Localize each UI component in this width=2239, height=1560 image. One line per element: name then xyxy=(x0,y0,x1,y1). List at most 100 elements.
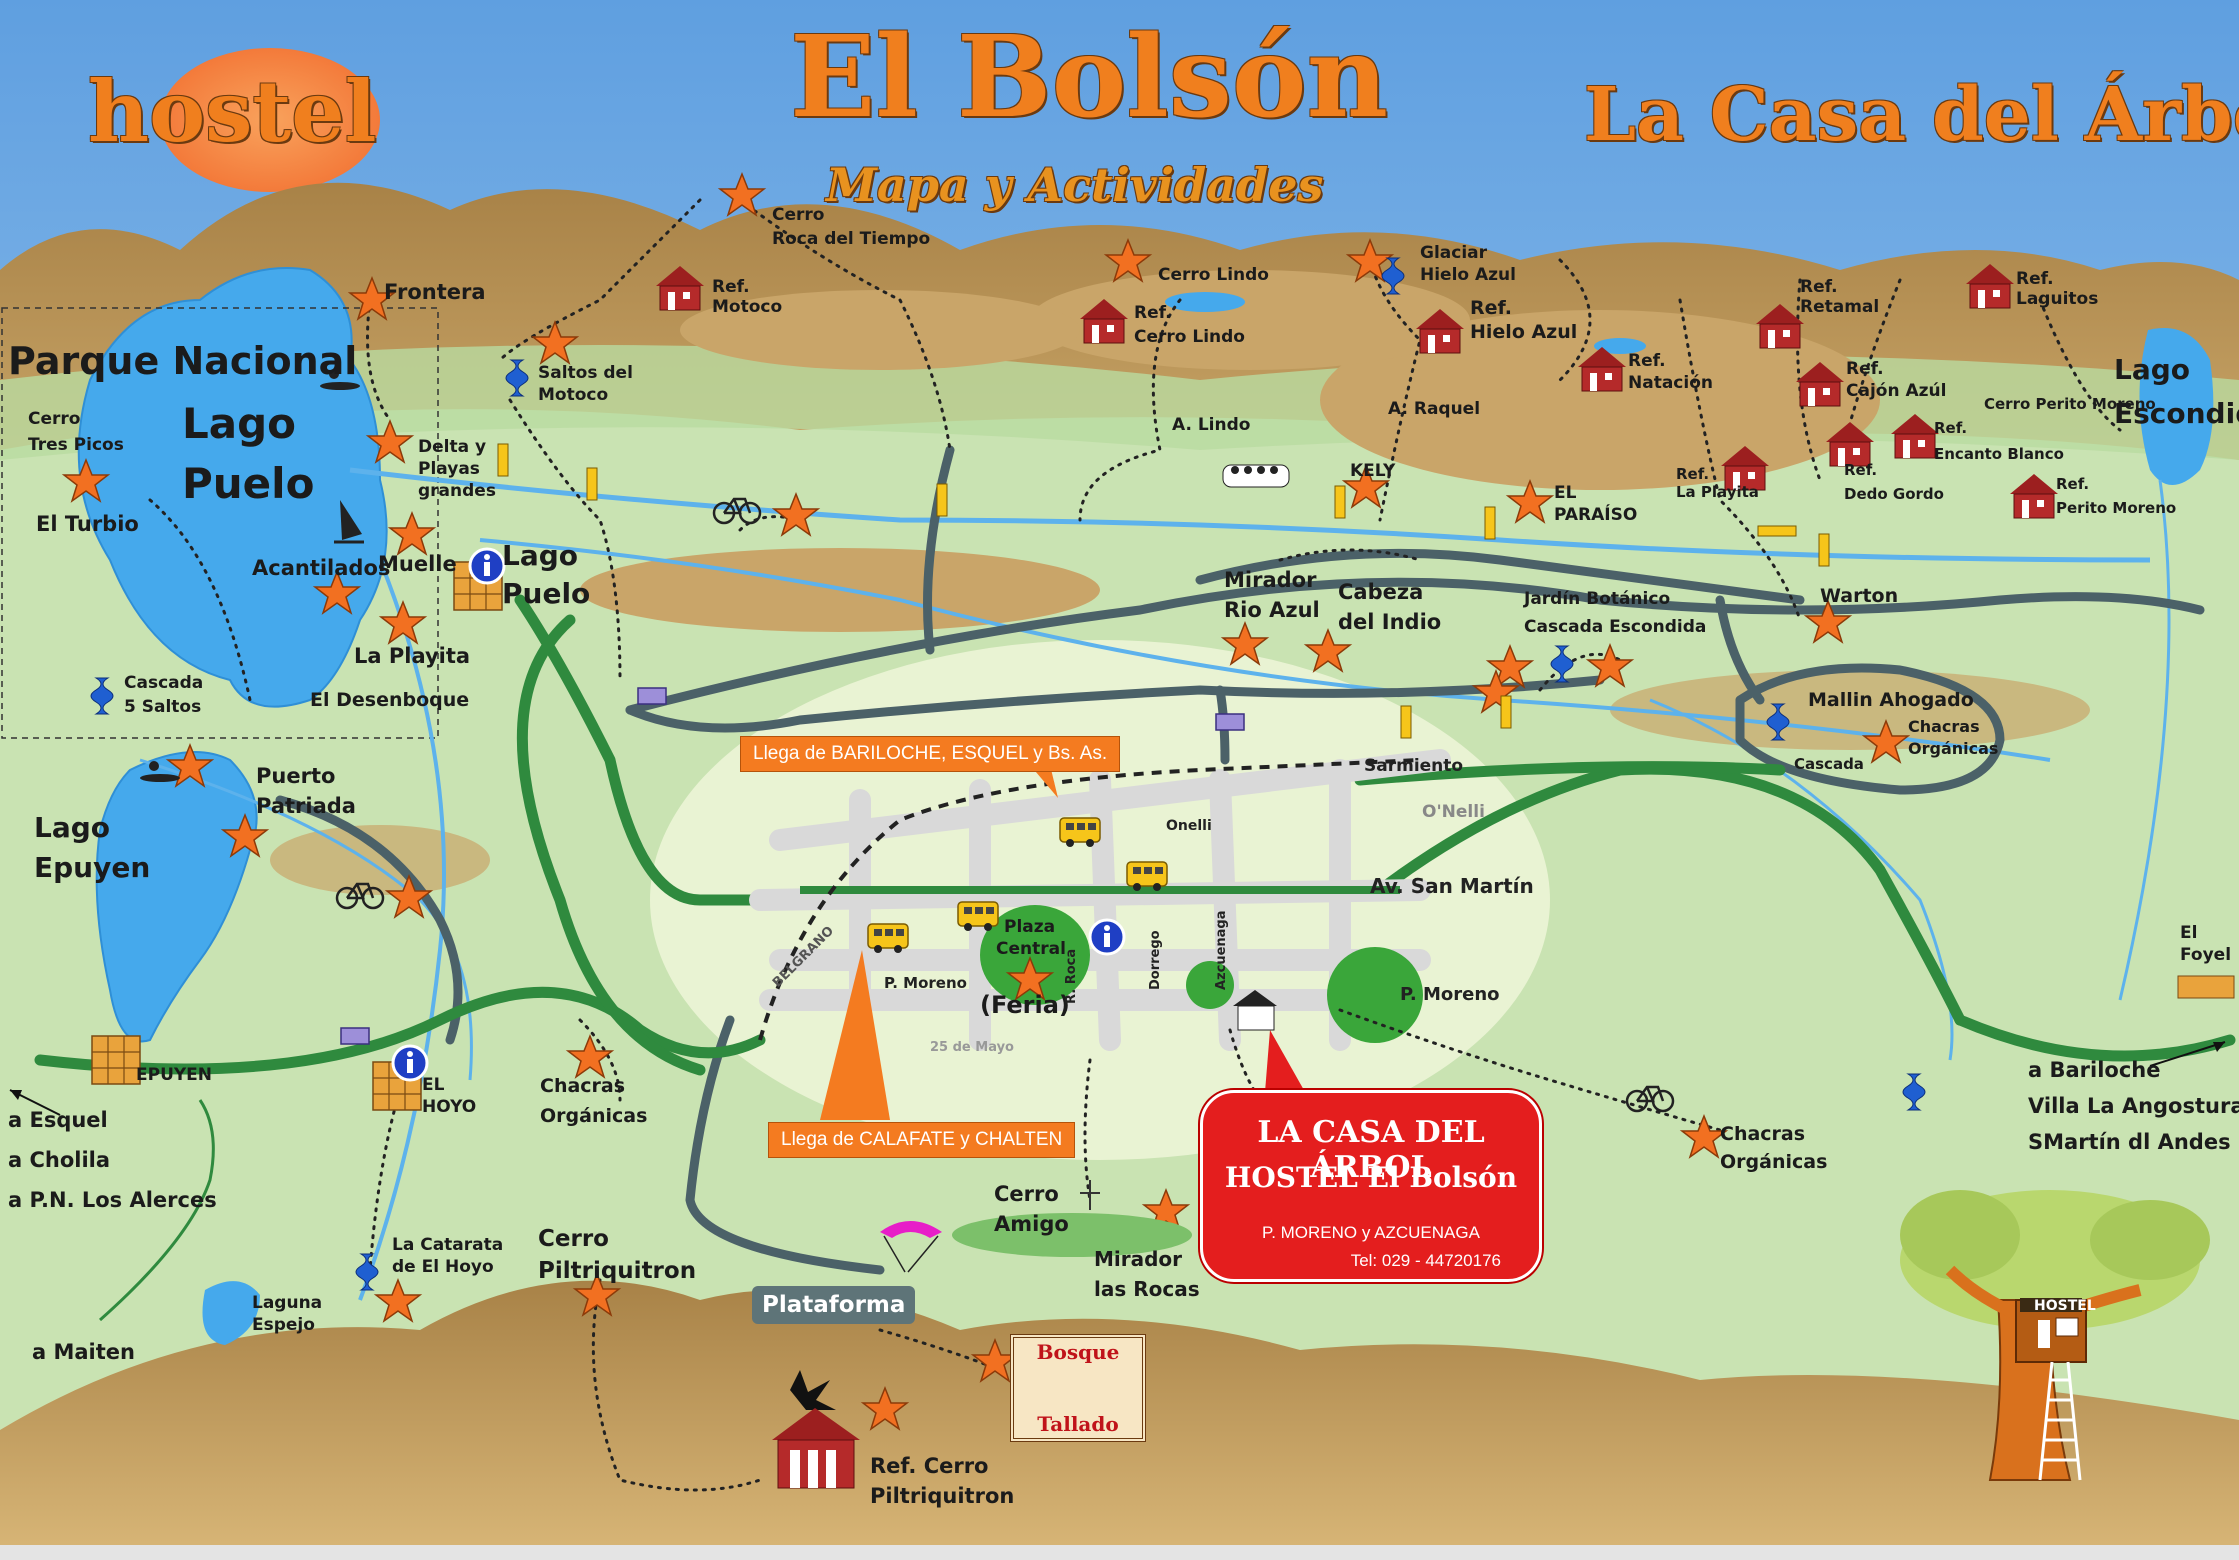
label-ref-perito-moreno-2: Perito Moreno xyxy=(2056,499,2177,517)
label-plaza-2: Central xyxy=(996,939,1066,959)
callout-calafate: Llega de CALAFATE y CHALTEN xyxy=(768,1122,1076,1158)
label-ref-cerro-lindo-1: Ref. xyxy=(1134,303,1172,323)
label-ref-cerro-pilt-2: Piltriquitron xyxy=(870,1484,1015,1508)
callout-bariloche: Llega de BARILOCHE, ESQUEL y Bs. As. xyxy=(740,736,1121,772)
label-jardin-2: Cascada Escondida xyxy=(1524,617,1707,637)
street-azcuenaga: Azcuenaga xyxy=(1214,910,1229,990)
label-ref-cerro-pilt-1: Ref. Cerro xyxy=(870,1454,989,1478)
label-saltos-motoco-2: Motoco xyxy=(538,385,609,405)
label-lago-puelo-town-2: Puelo xyxy=(502,577,591,610)
label-cerro-tres-picos-1: Cerro xyxy=(28,409,81,429)
label-el-paraiso-1: EL xyxy=(1554,483,1577,503)
promo-phone: Tel: 029 - 44720176 xyxy=(1350,1251,1501,1270)
label-muelle: Muelle xyxy=(378,552,457,576)
label-ref-perito-moreno-1: Ref. xyxy=(2056,475,2090,493)
label-plataforma: Plataforma xyxy=(752,1286,916,1324)
label-a-maiten: a Maiten xyxy=(32,1340,135,1364)
label-el-desenboque: El Desenboque xyxy=(310,689,470,711)
label-delta-2: Playas xyxy=(418,459,480,479)
label-kely: KELY xyxy=(1350,461,1396,481)
label-chacras-se-1: Chacras xyxy=(1720,1123,1806,1145)
label-lago-escondido-2: Escondido xyxy=(2114,397,2239,430)
label-ref-laguitos-1: Ref. xyxy=(2016,269,2054,289)
label-la-catarata-2: de El Hoyo xyxy=(392,1257,494,1277)
label-ref-retamal-1: Ref. xyxy=(1800,277,1838,297)
map-subtitle: Mapa y Actividades xyxy=(826,158,1324,212)
label-saltos-motoco-1: Saltos del xyxy=(538,363,633,383)
label-frontera: Frontera xyxy=(384,280,486,304)
label-mirador-rocas-1: Mirador xyxy=(1094,1247,1183,1271)
map-title: El Bolsón xyxy=(790,12,1389,143)
label-cerro-tres-picos-2: Tres Picos xyxy=(28,435,124,455)
label-el-hoyo-2: HOYO xyxy=(422,1097,477,1117)
label-ref-cajon-azul-1: Ref. xyxy=(1846,359,1884,379)
label-chacras-se-2: Orgánicas xyxy=(1720,1151,1828,1173)
promo-name: LA CASA DEL ÁRBOL xyxy=(1257,1115,1485,1185)
label-cascada-5-saltos-1: Cascada xyxy=(124,673,204,693)
label-puerto-patriada-2: Patriada xyxy=(256,794,356,818)
label-cerro-piltriquitron-2: Piltriquitron xyxy=(538,1258,697,1284)
street-25-de-mayo: 25 de Mayo xyxy=(930,1040,1014,1055)
label-plaza-1: Plaza xyxy=(1004,917,1056,937)
label-warton: Warton xyxy=(1820,585,1899,607)
label-ref-hielo-azul-1: Ref. xyxy=(1470,297,1512,319)
label-glaciar-2: Hielo Azul xyxy=(1420,265,1516,285)
label-parque-nacional: Parque Nacional xyxy=(8,339,358,383)
label-ref-laguitos-2: Laguitos xyxy=(2016,289,2099,309)
label-feria: (Feria) xyxy=(980,991,1070,1019)
label-epuyen: EPUYEN xyxy=(136,1065,213,1085)
label-ref-encanto-2: Encanto Blanco xyxy=(1934,445,2064,463)
label-ref-cerro-lindo-2: Cerro Lindo xyxy=(1134,327,1245,347)
street-onelli-2: O'Nelli xyxy=(1422,802,1485,822)
label-ref-natacion-2: Natación xyxy=(1628,373,1713,393)
street-san-martin: Av. San Martín xyxy=(1370,874,1534,898)
label-a-bariloche: a Bariloche xyxy=(2028,1058,2161,1082)
label-el-foyel-1: El xyxy=(2180,923,2198,943)
street-sarmiento: Sarmiento xyxy=(1364,756,1464,776)
label-cerro-roca-2: Roca del Tiempo xyxy=(772,229,931,249)
label-mirador-rio-azul-2: Rio Azul xyxy=(1224,598,1320,622)
label-cascada-5-saltos-2: 5 Saltos xyxy=(124,697,202,717)
label-ref-natacion-1: Ref. xyxy=(1628,351,1666,371)
label-mirador-rocas-2: las Rocas xyxy=(1094,1277,1200,1301)
label-el-hoyo-1: EL xyxy=(422,1075,445,1095)
label-lago-puelo-1: Lago xyxy=(182,399,297,448)
promo-address: P. MORENO y AZCUENAGA xyxy=(1262,1223,1480,1242)
hostel-promo-bubble: LA CASA DEL ÁRBOL HOSTEL El Bolsón P. MO… xyxy=(1200,1090,1542,1282)
hostel-word: hostel xyxy=(88,62,377,161)
label-bosque-2: Tallado xyxy=(1037,1412,1119,1436)
label-cerro-perito-moreno: Cerro Perito Moreno xyxy=(1984,395,2156,413)
label-laguna-espejo-1: Laguna xyxy=(252,1293,323,1313)
label-ref-hielo-azul-2: Hielo Azul xyxy=(1470,321,1578,343)
label-ref-encanto-1: Ref. xyxy=(1934,419,1968,437)
street-dorrego: Dorrego xyxy=(1148,930,1163,990)
label-ref-motoco-2: Motoco xyxy=(712,297,783,317)
label-el-paraiso-2: PARAÍSO xyxy=(1554,505,1638,525)
label-jardin-1: Jardín Botánico xyxy=(1524,589,1671,609)
label-villa-angostura: Villa La Angostura xyxy=(2028,1094,2239,1118)
label-lago-epuyen-2: Epuyen xyxy=(34,851,151,884)
label-el-foyel-2: Foyel xyxy=(2180,945,2232,965)
label-delta-3: grandes xyxy=(418,481,496,501)
label-chacras-ne-1: Chacras xyxy=(1908,717,1980,736)
label-cabeza-indio-1: Cabeza xyxy=(1338,580,1424,604)
label-la-catarata-1: La Catarata xyxy=(392,1235,504,1255)
street-p-moreno-east: P. Moreno xyxy=(1400,984,1500,1005)
label-ref-motoco-1: Ref. xyxy=(712,277,750,297)
label-lago-epuyen-1: Lago xyxy=(34,811,111,844)
label-cerro-lindo: Cerro Lindo xyxy=(1158,265,1269,285)
label-ref-retamal-2: Retamal xyxy=(1800,297,1880,317)
label-ref-dedo-gordo-1: Ref. xyxy=(1844,461,1878,479)
label-mirador-rio-azul-1: Mirador xyxy=(1224,568,1317,592)
label-lago-escondido-1: Lago xyxy=(2114,353,2191,386)
label-chacras-w-2: Orgánicas xyxy=(540,1105,648,1127)
label-a-esquel: a Esquel xyxy=(8,1108,108,1132)
label-cerro-amigo-1: Cerro xyxy=(994,1182,1059,1206)
label-ref-cajon-azul-2: Cajón Azúl xyxy=(1846,381,1947,401)
label-a-cholila: a Cholila xyxy=(8,1148,111,1172)
promo-hostel: HOSTEL El Bolsón xyxy=(1224,1161,1518,1194)
label-lago-puelo-2: Puelo xyxy=(182,459,315,508)
label-acantilados: Acantilados xyxy=(252,556,391,580)
label-a-raquel: A. Raquel xyxy=(1388,399,1481,419)
